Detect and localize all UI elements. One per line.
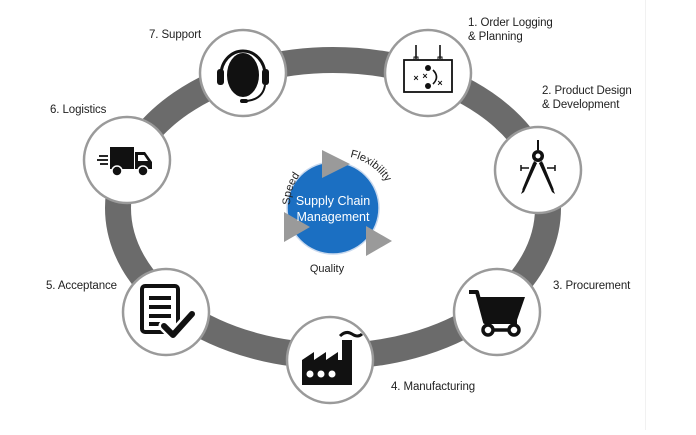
step-6-label: 6. Logistics — [50, 104, 107, 116]
step-4-label: 4. Manufacturing — [391, 381, 476, 393]
arrow-right — [366, 226, 392, 256]
planning-board-icon: × × × — [403, 45, 453, 93]
step-2-node — [493, 125, 583, 215]
delivery-truck-icon — [97, 147, 152, 177]
step-7-label: 7. Support — [149, 29, 202, 41]
svg-text:×: × — [413, 73, 418, 83]
step-3-label: 3. Procurement — [553, 280, 631, 292]
step-1-label: 1. Order Logging & Planning — [468, 17, 553, 43]
image-edge-divider — [645, 0, 646, 430]
step-2-label: 2. Product Design & Development — [542, 85, 632, 111]
headset-support-icon — [217, 49, 269, 103]
factory-icon — [302, 330, 364, 385]
label-quality: Quality — [310, 263, 345, 275]
center-circle — [286, 161, 380, 255]
svg-text:×: × — [437, 78, 442, 88]
compass-drafting-icon — [520, 140, 556, 194]
center-title-line2: Management — [297, 210, 370, 224]
arrow-left — [284, 212, 310, 242]
step-5-label: 5. Acceptance — [46, 280, 117, 292]
center-title-line1: Supply Chain — [296, 194, 370, 208]
step-1-node — [383, 28, 473, 118]
shopping-cart-icon — [469, 290, 525, 337]
document-check-icon — [140, 284, 198, 341]
center-hub: Supply Chain Management Speed Flexibilit… — [281, 148, 394, 275]
arrow-top — [322, 150, 350, 178]
svg-text:×: × — [422, 71, 427, 81]
